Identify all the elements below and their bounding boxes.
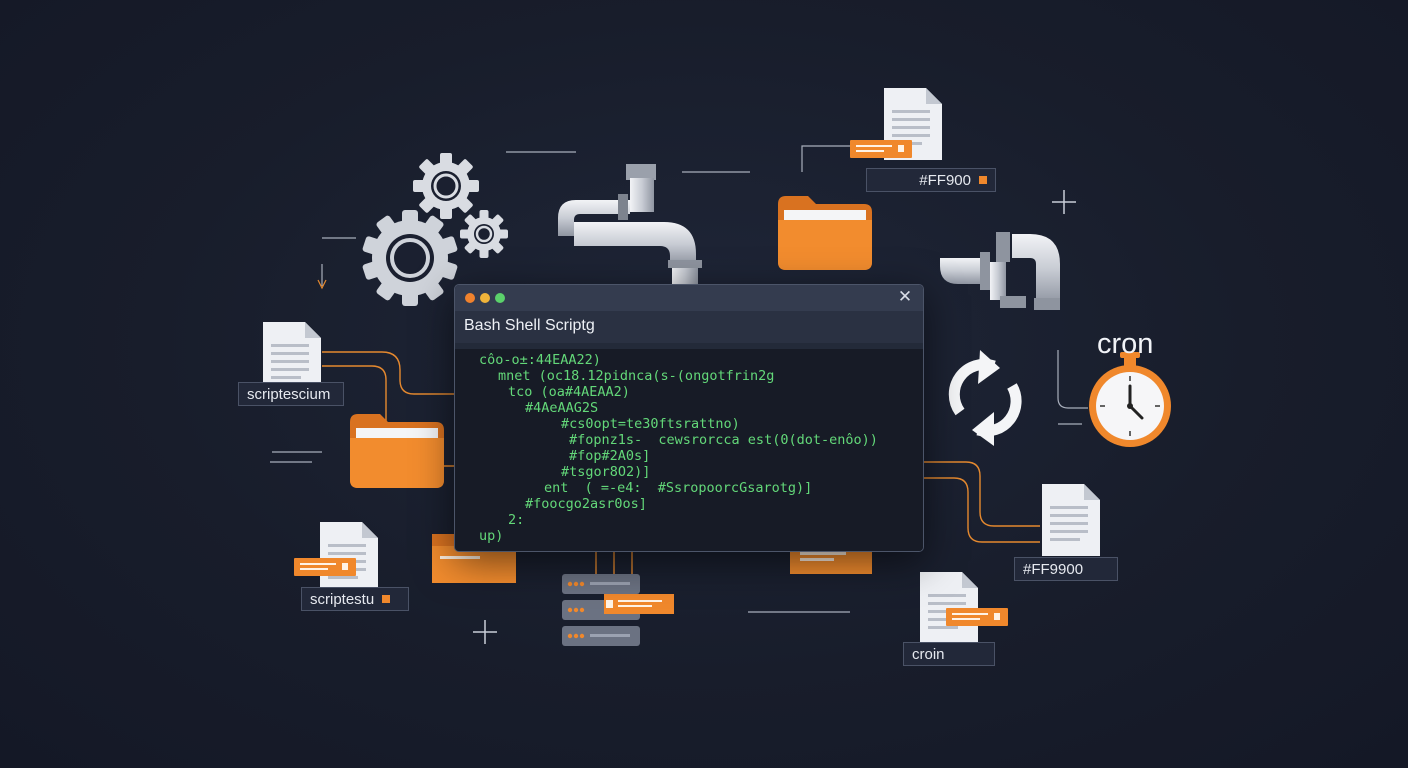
tag-right: #FF9900 <box>1014 557 1118 581</box>
tag-bottom-left-label: scriptestu <box>310 590 375 608</box>
document-tag-icon <box>294 558 356 576</box>
folder-icon <box>350 414 444 488</box>
code-line: #fop#2A0s] <box>569 448 651 464</box>
code-line: #cs0opt=te30ftsrattno) <box>561 416 740 432</box>
terminal-window: ✕ Bash Shell Scriptg côo-o±:44EAA22) mne… <box>454 284 924 552</box>
code-line: #4AeAAG2S <box>525 400 599 416</box>
document-tag-icon <box>946 608 1008 626</box>
code-line: up) <box>479 528 504 544</box>
terminal-body: côo-o±:44EAA22) mnet (oc18.12pidnca(s-(o… <box>455 349 923 551</box>
tag-top-right-label: #FF900 <box>919 171 971 189</box>
document-icon <box>1042 484 1100 556</box>
close-icon[interactable]: ✕ <box>897 287 913 306</box>
terminal-titlebar: ✕ <box>455 285 923 311</box>
code-line: ent ( =-e4: #SsropoorcGsarotg)] <box>544 480 813 496</box>
tag-bottom-center-label: croin <box>912 645 945 663</box>
cron-label: cron <box>1097 328 1154 360</box>
plus-icon <box>473 190 1076 644</box>
document-tag-icon <box>850 140 912 158</box>
tag-top-right: #FF900 <box>866 168 996 192</box>
tag-bottom-left: scriptestu <box>301 587 409 611</box>
tag-square-icon <box>382 595 391 603</box>
terminal-strip <box>455 343 923 349</box>
tag-left-label: scriptescium <box>247 385 331 403</box>
gear-icon <box>413 153 479 219</box>
code-line: #foocgo2asr0os] <box>525 496 647 512</box>
gear-icon <box>460 210 508 258</box>
code-line: mnet (oc18.12pidnca(s-(ongotfrin2g <box>498 368 775 384</box>
code-line: #tsgor8O2)] <box>561 464 651 480</box>
folder-icon <box>778 196 872 270</box>
tag-square-icon <box>979 176 987 184</box>
code-line: 2: <box>508 512 525 528</box>
tag-left: scriptescium <box>238 382 344 406</box>
terminal-title: Bash Shell Scriptg <box>464 317 595 334</box>
tag-bottom-center: croin <box>903 642 995 666</box>
code-line: côo-o±:44EAA22) <box>479 352 601 368</box>
thin-lines <box>270 145 1088 613</box>
terminal-header: Bash Shell Scriptg <box>455 311 923 344</box>
window-dot-minimize[interactable] <box>480 293 490 303</box>
window-dot-maximize[interactable] <box>495 293 505 303</box>
window-dot-close[interactable] <box>465 293 475 303</box>
pipe-icon <box>940 232 1060 310</box>
pipe-icon <box>558 164 702 284</box>
code-line: tco (oa#4AEAA2) <box>508 384 630 400</box>
stopwatch-icon <box>1089 352 1171 447</box>
server-tag-icon <box>604 594 674 614</box>
code-line: #fopnz1s- cewsrorcca est(0(dot-enôo)) <box>569 432 878 448</box>
gear-icon <box>362 210 458 306</box>
tag-right-label: #FF9900 <box>1023 560 1084 578</box>
